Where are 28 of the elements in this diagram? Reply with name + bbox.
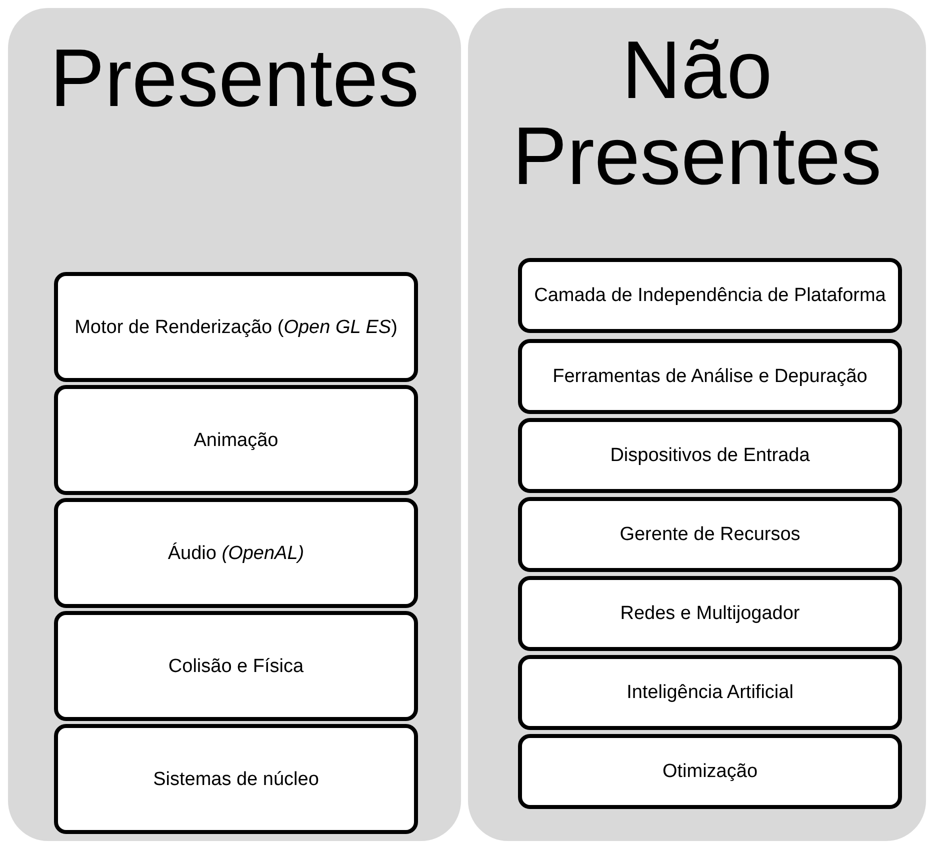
component-label: Camada de Independência de Plataforma	[533, 285, 887, 306]
component-label: Otimização	[661, 761, 759, 782]
component-box	[54, 498, 418, 608]
component-label: Ferramentas de Análise e Depuração	[552, 366, 868, 387]
component-box	[518, 576, 902, 651]
component-box	[54, 611, 418, 721]
component-box	[54, 385, 418, 495]
component-label: Inteligência Artificial	[626, 682, 794, 703]
component-label: Gerente de Recursos	[618, 524, 802, 545]
component-label: Redes e Multijogador	[619, 603, 801, 624]
component-box	[518, 655, 902, 730]
component-label: Colisão e Física	[167, 656, 305, 676]
component-box	[518, 497, 902, 572]
component-box	[518, 339, 902, 414]
component-label: Áudio (OpenAL)	[166, 542, 306, 564]
panel-heading: Presentes	[48, 36, 420, 122]
component-box	[518, 734, 902, 809]
component-label: Animação	[192, 430, 280, 450]
component-box	[518, 418, 902, 493]
group-panel	[468, 8, 926, 841]
component-box	[54, 272, 418, 382]
component-label: Motor de Renderização (Open GL ES)	[74, 316, 398, 338]
component-box	[518, 258, 902, 333]
panel-heading: Não Presentes	[511, 28, 883, 200]
group-panel	[8, 8, 461, 841]
component-box	[54, 724, 418, 834]
component-label: Sistemas de núcleo	[152, 768, 320, 790]
component-label: Dispositivos de Entrada	[609, 445, 811, 466]
